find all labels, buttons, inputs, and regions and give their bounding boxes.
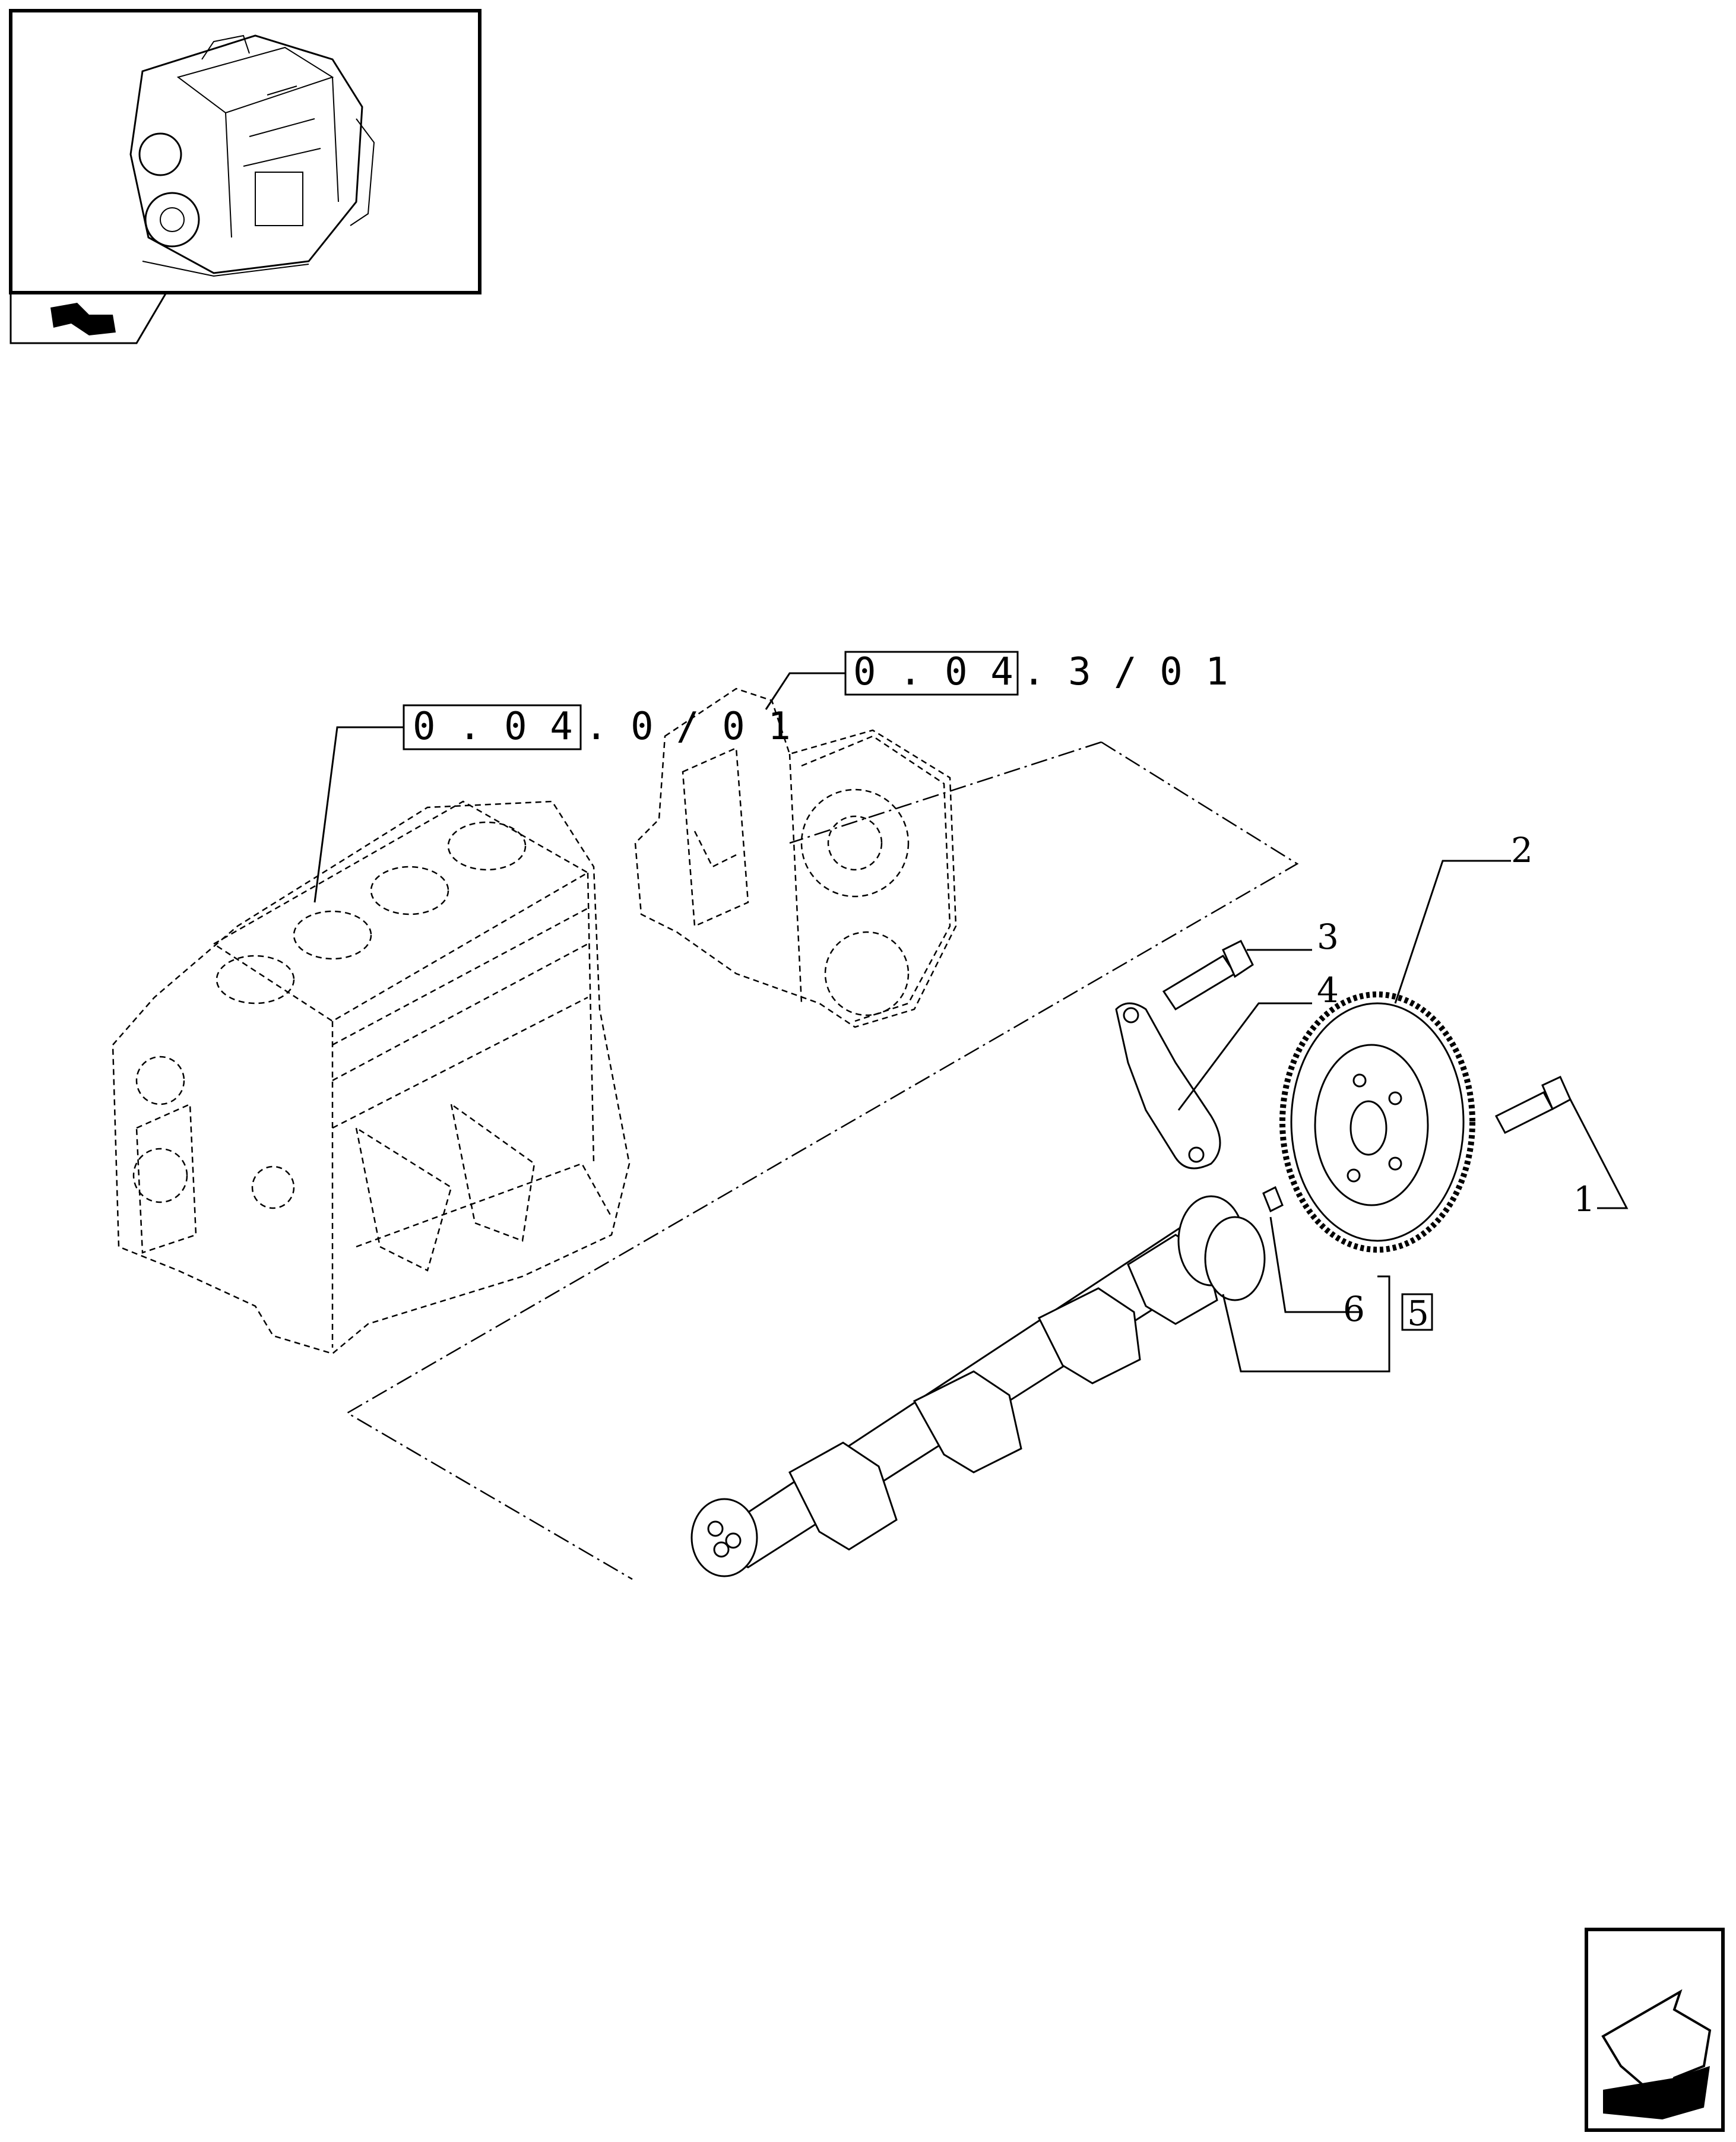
engine-thumbnail bbox=[9, 9, 481, 294]
callout-2: 2 bbox=[1511, 830, 1533, 870]
cam-gear[interactable] bbox=[1279, 991, 1475, 1253]
engine-block-outline bbox=[112, 800, 631, 1355]
arrow-back-icon[interactable] bbox=[9, 292, 167, 344]
camshaft[interactable] bbox=[690, 1195, 1266, 1577]
reference-suffix-text: . 3 / 0 1 bbox=[1022, 650, 1228, 694]
key-pin[interactable] bbox=[1262, 1186, 1284, 1213]
callout-5-box: 5 bbox=[1401, 1293, 1433, 1333]
timing-cover-outline bbox=[634, 687, 957, 1028]
callout-3: 3 bbox=[1317, 917, 1339, 957]
callout-4: 4 bbox=[1317, 970, 1339, 1010]
reference-label-cover[interactable]: 0 . 0 4 . 3 / 0 1 bbox=[844, 650, 1228, 696]
gear-bolt[interactable] bbox=[1494, 1075, 1572, 1134]
reference-box-text: 0 . 0 4 bbox=[853, 650, 1013, 694]
reference-suffix-text: . 0 / 0 1 bbox=[585, 705, 791, 749]
callout-1: 1 bbox=[1573, 1179, 1595, 1219]
assembly-envelope bbox=[346, 741, 1299, 1580]
reference-label-block[interactable]: 0 . 0 4 . 0 / 0 1 bbox=[403, 704, 791, 750]
callout-5: 5 bbox=[1407, 1293, 1429, 1333]
bracket-plate[interactable] bbox=[1115, 1002, 1221, 1170]
reference-box-text: 0 . 0 4 bbox=[413, 705, 573, 749]
arrow-next-icon[interactable] bbox=[1585, 1928, 1725, 2132]
bolt-flange[interactable] bbox=[1162, 939, 1254, 1011]
callout-6: 6 bbox=[1343, 1289, 1365, 1329]
